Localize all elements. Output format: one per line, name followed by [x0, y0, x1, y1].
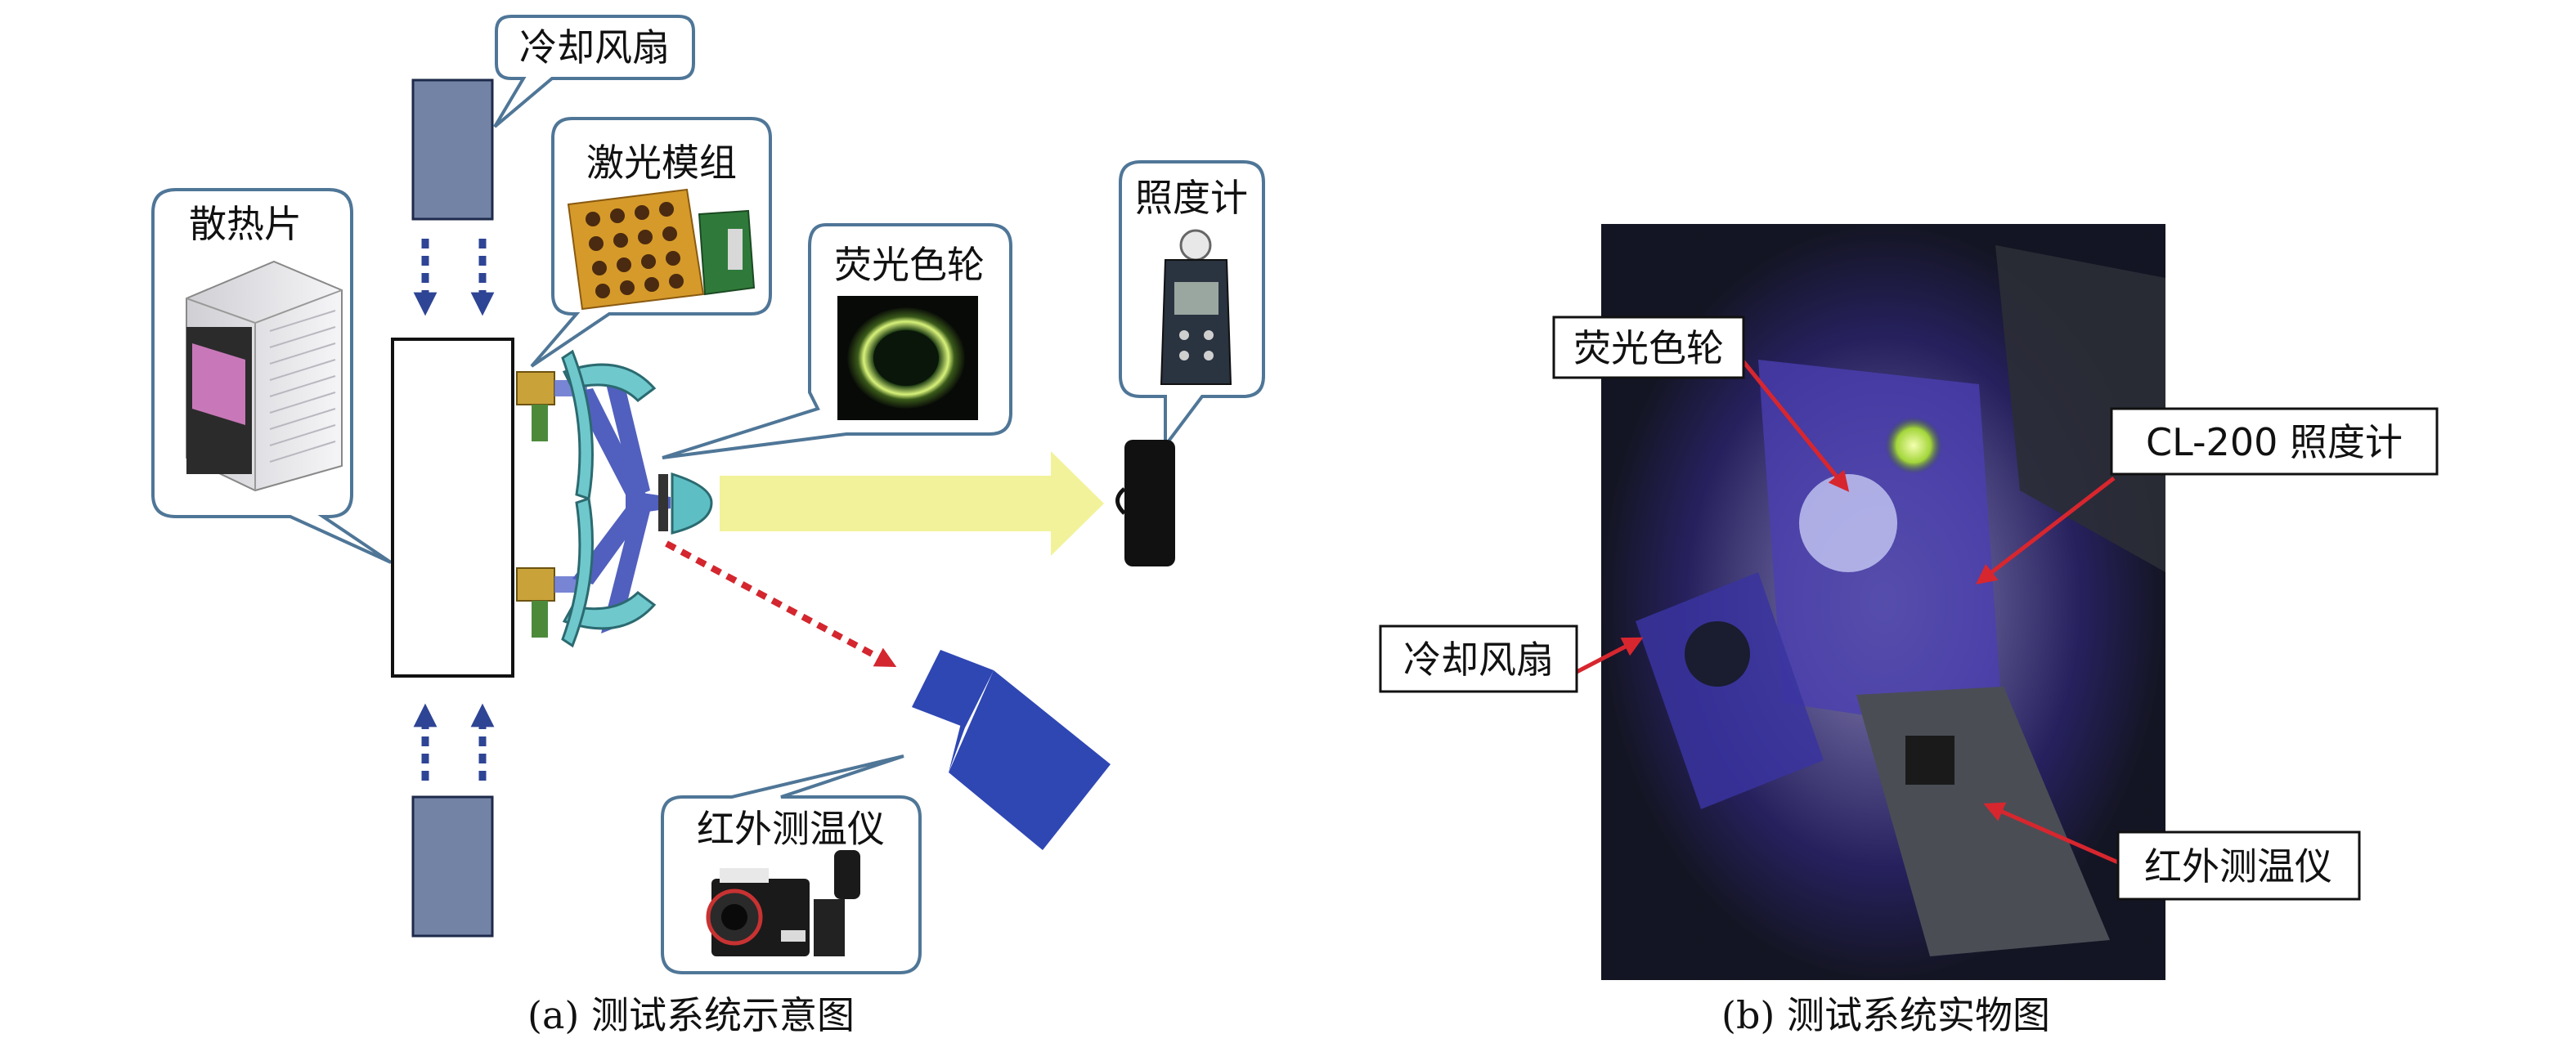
- laser-module-callout: 激光模组: [530, 117, 772, 368]
- panel-a-caption: (a) 测试系统示意图: [527, 993, 855, 1037]
- pointer-arrows: [1575, 358, 2120, 865]
- photo-cooling-fan-label: 冷却风扇: [1403, 638, 1554, 682]
- laser-module-image: [567, 188, 756, 311]
- illuminance-meter-callout: 照度计: [1119, 160, 1265, 450]
- heat-sink-label: 散热片: [189, 202, 302, 246]
- photo-phosphor-wheel-label: 荧光色轮: [1573, 326, 1724, 370]
- ir-measurement-beam: [665, 540, 897, 668]
- laser-module-label: 激光模组: [586, 141, 737, 185]
- photo-label-meter: CL-200 照度计: [2110, 407, 2439, 476]
- top-cooling-fan: [411, 78, 494, 221]
- photo-label-ir-thermometer: 红外测温仪: [2116, 830, 2361, 901]
- blue-laser-beams: [554, 364, 671, 633]
- ir-thermometer-image: [706, 850, 860, 956]
- panel-a-diagram: 散热片 冷却风扇: [151, 15, 1265, 1037]
- reflector-mirrors: [561, 349, 657, 648]
- heat-sink-block: [391, 338, 514, 678]
- cooling-fan-callout: 冷却风扇: [493, 15, 695, 128]
- collimating-lens: [671, 472, 713, 535]
- ir-thermometer-callout: 红外测温仪: [661, 754, 922, 974]
- illuminance-meter-image: [1160, 229, 1232, 385]
- illuminance-meter-label: 照度计: [1135, 176, 1248, 220]
- photo-label-phosphor-wheel: 荧光色轮: [1552, 316, 1745, 379]
- yellow-output-light: [720, 451, 1104, 556]
- heat-sink-image: [186, 260, 343, 492]
- cooling-fan-label: 冷却风扇: [519, 25, 670, 69]
- photo-meter-label: CL-200 照度计: [2146, 420, 2403, 464]
- airflow-arrows: [413, 239, 495, 781]
- photo-label-cooling-fan: 冷却风扇: [1379, 624, 1578, 693]
- ir-thermometer-label: 红外测温仪: [697, 807, 885, 851]
- ir-camera: [912, 650, 1111, 850]
- panel-b-photo: 荧光色轮 CL-200 照度计 冷却风扇 红外测温仪 (b) 测试系统实物图: [1379, 224, 2439, 1037]
- phosphor-wheel-callout: 荧光色轮: [662, 223, 1012, 459]
- illuminance-meter: [1124, 440, 1175, 566]
- heat-sink-callout: 散热片: [151, 188, 393, 564]
- photo-ir-thermometer-label: 红外测温仪: [2144, 844, 2332, 889]
- phosphor-wheel-label: 荧光色轮: [834, 243, 985, 287]
- bottom-cooling-fan: [411, 795, 494, 938]
- laser-emitters: [516, 371, 555, 638]
- panel-b-caption: (b) 测试系统实物图: [1721, 993, 2050, 1037]
- phosphor-wheel-disk: [658, 474, 668, 531]
